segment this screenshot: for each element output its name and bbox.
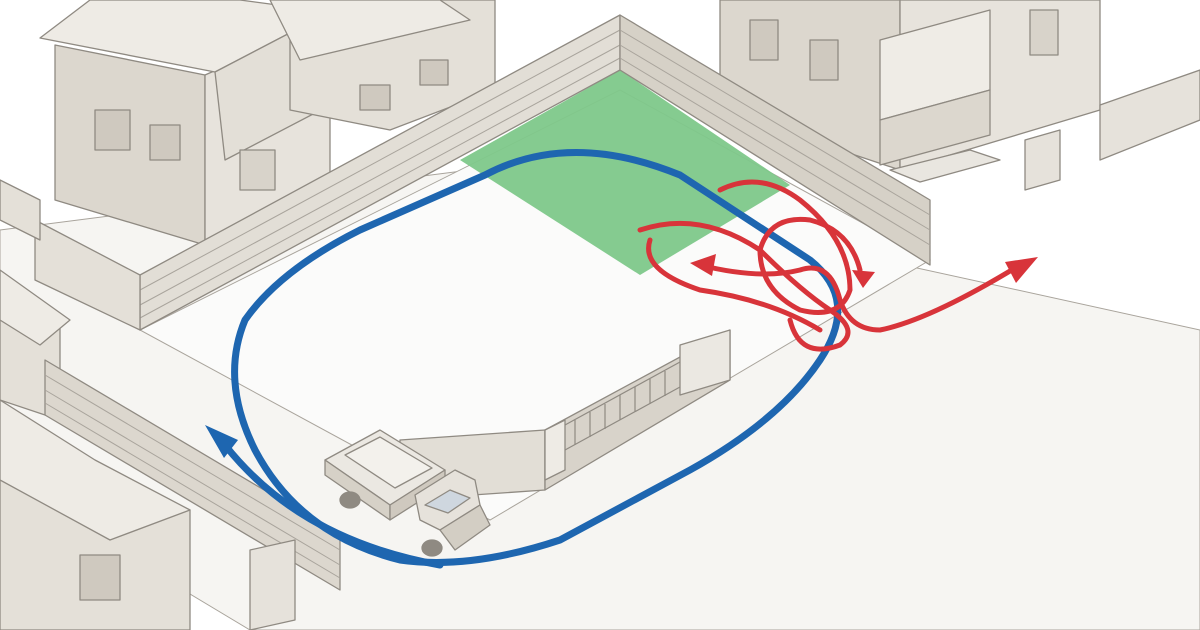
post-right — [1024, 129, 1061, 191]
fence-back-right — [619, 14, 931, 266]
red-route — [637, 179, 1023, 352]
arrow-head-icon — [1005, 257, 1038, 283]
arrow-head-icon — [852, 270, 875, 288]
green-zone — [460, 70, 790, 275]
arrow-head-icon — [205, 425, 238, 458]
utility-box — [249, 539, 296, 630]
wall-right — [1099, 69, 1200, 161]
arrow-head-icon — [690, 254, 716, 276]
house-bottom-left — [0, 399, 191, 630]
house-top-center — [269, 0, 496, 131]
wall-left-block — [34, 219, 141, 331]
blue-route — [221, 149, 842, 569]
gate-left — [0, 179, 41, 241]
truck-icon — [324, 429, 491, 557]
